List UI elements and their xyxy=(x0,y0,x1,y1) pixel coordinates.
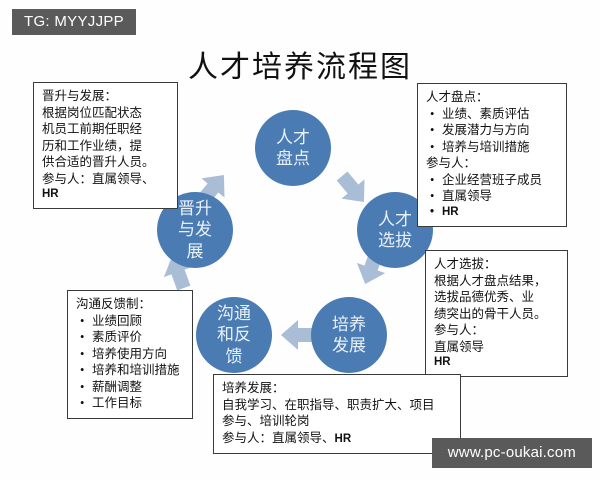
list-item: 素质评价 xyxy=(80,329,185,346)
callout-selection-heading: 人才选拔： xyxy=(434,257,497,271)
callout-training-line-2: 参与、培训轮岗 xyxy=(222,414,310,428)
callout-selection-line-3: 绩突出的骨干人员。 xyxy=(434,306,547,321)
callout-selection-line-1: 根据人才盘点结果， xyxy=(434,273,547,288)
list-item: 薪酬调整 xyxy=(80,379,185,396)
callout-selection-participants-heading: 参与人： xyxy=(434,323,485,337)
callout-selection-participant-2: HR xyxy=(434,356,451,368)
arrow-training-to-feedback-icon xyxy=(278,315,318,355)
callout-communication-feedback: 沟通反馈制： 业绩回顾 素质评价 培养使用方向 培养和培训措施 薪酬调整 工作目… xyxy=(67,290,193,419)
arrow-inventory-to-selection-icon xyxy=(333,169,373,209)
callout-training-line-1: 自我学习、在职指导、职责扩大、项目 xyxy=(222,397,435,412)
callout-talent-training: 培养发展： 自我学习、在职指导、职责扩大、项目 参与、培训轮岗 参与人：直属领导… xyxy=(213,374,461,454)
callout-promotion-line-1: 根据岗位匹配状态 xyxy=(42,105,143,120)
callout-inventory-participants-heading: 参与人： xyxy=(426,156,477,170)
node-talent-inventory[interactable]: 人才盘点 xyxy=(255,110,331,186)
callout-inventory-heading: 人才盘点： xyxy=(426,90,489,104)
node-talent-training[interactable]: 培养发展 xyxy=(311,297,387,373)
node-talent-training-label: 培养发展 xyxy=(331,314,366,355)
callout-feedback-heading: 沟通反馈制： xyxy=(76,297,152,311)
callout-promotion-line-3: 历和工作业绩，提 xyxy=(42,138,143,153)
callout-talent-selection: 人才选拔： 根据人才盘点结果， 选拔品德优秀、业 绩突出的骨干人员。 参与人： … xyxy=(425,250,568,378)
tg-tag-label: TG: MYYJJPP xyxy=(24,13,124,30)
list-item: 培养和培训措施 xyxy=(80,362,185,379)
list-item: 工作目标 xyxy=(80,395,185,412)
callout-promotion-development: 晋升与发展： 根据岗位匹配状态 机员工前期任职经 历和工作业绩，提 供合适的晋升… xyxy=(33,82,178,210)
page-title: 人才培养流程图 xyxy=(188,51,412,84)
callout-promotion-line-4: 供合适的晋升人员。 xyxy=(42,155,155,169)
node-talent-inventory-label: 人才盘点 xyxy=(275,127,310,168)
callout-promotion-line-2: 机员工前期任职经 xyxy=(42,122,143,136)
callout-inventory-list: 业绩、素质评估 发展潜力与方向 培养与培训措施 xyxy=(426,106,559,156)
callout-promotion-participants: 参与人：直属领导、 xyxy=(42,171,155,186)
node-promotion-development-label: 晋升与发展 xyxy=(177,199,212,261)
callout-inventory-participants-list: 企业经营班子成员 直属领导 HR xyxy=(426,172,559,220)
list-item: 直属领导 xyxy=(430,188,559,205)
callout-selection-participant-1: 直属领导 xyxy=(434,339,485,354)
list-item: 发展潜力与方向 xyxy=(430,122,559,139)
node-communication-feedback[interactable]: 沟通和反馈 xyxy=(196,297,272,373)
callout-selection-line-2: 选拔品德优秀、业 xyxy=(434,290,535,304)
list-item: 培养与培训措施 xyxy=(430,139,559,156)
list-item: 业绩、素质评估 xyxy=(430,106,559,123)
list-item: 业绩回顾 xyxy=(80,313,185,330)
node-communication-feedback-label: 沟通和反馈 xyxy=(216,304,251,366)
callout-training-participants-text: 参与人：直属领导、 xyxy=(222,430,335,445)
list-item: 培养使用方向 xyxy=(80,346,185,363)
list-item: 企业经营班子成员 xyxy=(430,172,559,189)
callout-promotion-heading: 晋升与发展： xyxy=(42,89,118,103)
callout-training-heading: 培养发展： xyxy=(222,381,285,395)
node-talent-selection-label: 人才选拔 xyxy=(377,209,412,250)
callout-promotion-participants-extra: HR xyxy=(42,188,59,200)
callout-feedback-list: 业绩回顾 素质评价 培养使用方向 培养和培训措施 薪酬调整 工作目标 xyxy=(76,313,185,412)
callout-training-participants-extra: HR xyxy=(334,432,352,445)
watermark-banner: www.pc-oukai.com xyxy=(431,438,592,468)
tg-tag-banner: TG: MYYJJPP xyxy=(12,9,136,35)
callout-talent-inventory: 人才盘点： 业绩、素质评估 发展潜力与方向 培养与培训措施 参与人： 企业经营班… xyxy=(417,83,567,227)
list-item: HR xyxy=(430,205,559,220)
callout-training-participants: 参与人：直属领导、HR xyxy=(222,430,453,447)
watermark-label: www.pc-oukai.com xyxy=(447,444,576,461)
